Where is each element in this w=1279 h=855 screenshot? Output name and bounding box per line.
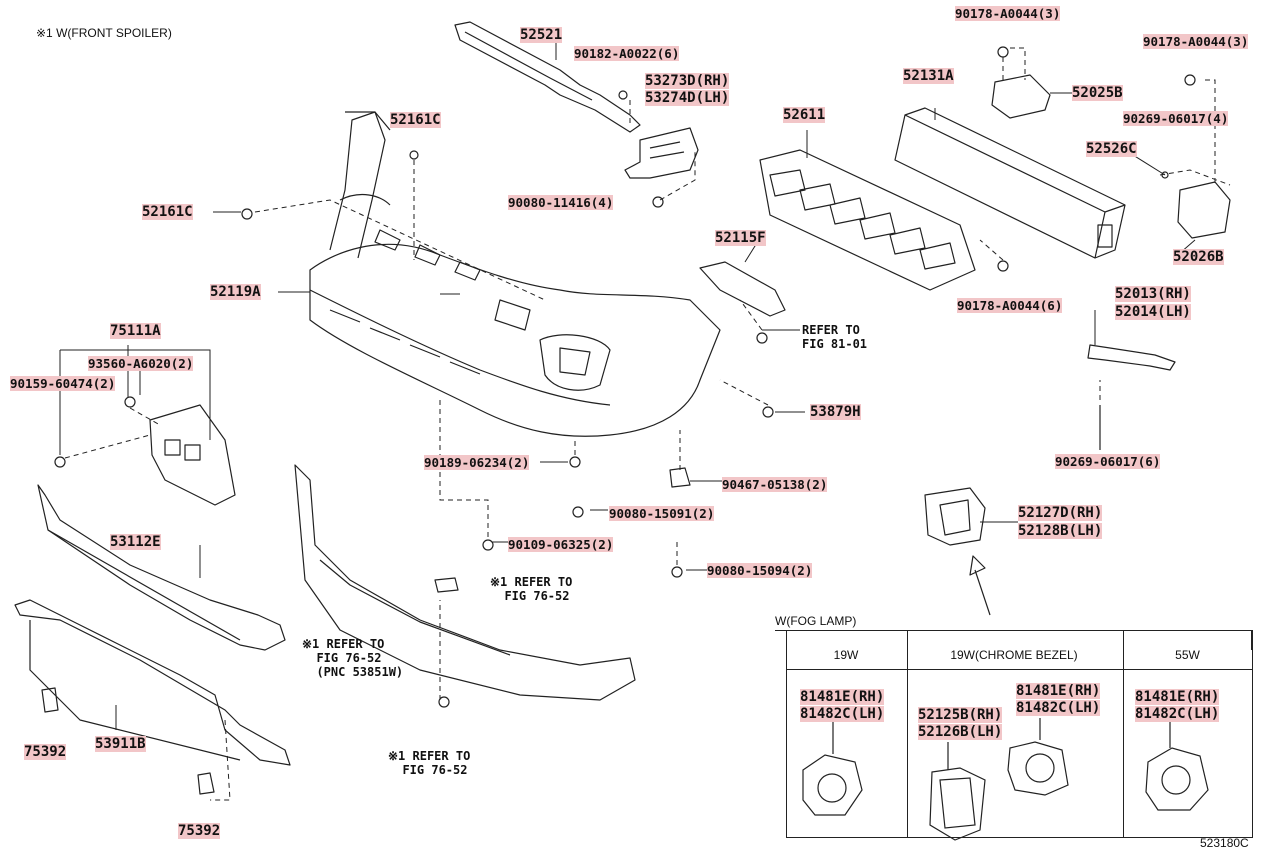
part-label[interactable]: 81481E(RH) bbox=[1135, 689, 1220, 705]
part-label[interactable]: 75111A bbox=[110, 323, 161, 339]
part-label[interactable]: 90269-06017(6) bbox=[1055, 454, 1161, 469]
side-bracket-drawing bbox=[699, 261, 786, 317]
part-label[interactable]: 52161C bbox=[390, 112, 441, 128]
part-label[interactable]: 90467-05138(2) bbox=[722, 477, 828, 492]
fog-col-header: 19W(CHROME BEZEL) bbox=[950, 648, 1078, 662]
part-label[interactable]: 81482C(LH) bbox=[1016, 700, 1101, 716]
front-spoiler-drawing bbox=[294, 464, 636, 701]
part-label[interactable]: 52127D(RH) bbox=[1018, 505, 1103, 521]
part-label[interactable]: 52119A bbox=[210, 284, 261, 300]
part-label[interactable]: 81482C(LH) bbox=[1135, 706, 1220, 722]
part-label[interactable]: 52161C bbox=[142, 204, 193, 220]
fog-col-header: 19W bbox=[833, 648, 859, 662]
part-label[interactable]: 53273D(RH) bbox=[645, 73, 730, 89]
part-label[interactable]: 52025B bbox=[1072, 85, 1123, 101]
part-label[interactable]: 90178-A0044(6) bbox=[957, 298, 1063, 313]
part-label[interactable]: 52115F bbox=[715, 230, 766, 246]
fog-bezel-drawing bbox=[924, 487, 986, 546]
part-label[interactable]: 53911B bbox=[95, 736, 146, 752]
part-label[interactable]: 52014(LH) bbox=[1115, 304, 1191, 320]
arrow-drawing bbox=[969, 555, 991, 616]
bumper-beam-drawing bbox=[894, 107, 1126, 259]
front-spoiler-note: ※1 W(FRONT SPOILER) bbox=[36, 26, 172, 40]
part-label[interactable]: 52126B(LH) bbox=[918, 724, 1003, 740]
part-label[interactable]: 52611 bbox=[783, 107, 826, 123]
lower-cover-drawing bbox=[14, 599, 291, 766]
fog-lamp-title: W(FOG LAMP) bbox=[775, 614, 857, 628]
part-label[interactable]: 53274D(LH) bbox=[645, 90, 730, 106]
energy-absorber-drawing bbox=[759, 149, 976, 291]
part-label[interactable]: 52128B(LH) bbox=[1018, 523, 1103, 539]
part-label[interactable]: 90178-A0044(3) bbox=[955, 6, 1061, 21]
part-label[interactable]: 81481E(RH) bbox=[1016, 683, 1101, 699]
fog-lamp-drawings bbox=[802, 718, 1209, 841]
fog-col-header: 55W bbox=[1175, 648, 1200, 662]
part-label[interactable]: 90080-15091(2) bbox=[609, 506, 715, 521]
refer-note[interactable]: ※1 REFER TO FIG 76-52 (PNC 53851W) bbox=[302, 637, 404, 679]
part-label[interactable]: 90178-A0044(3) bbox=[1143, 34, 1249, 49]
license-bracket-drawing bbox=[149, 404, 236, 506]
part-label[interactable]: 90109-06325(2) bbox=[508, 537, 614, 552]
part-label[interactable]: 90159-60474(2) bbox=[10, 376, 116, 391]
part-label[interactable]: 52026B bbox=[1173, 249, 1224, 265]
part-label[interactable]: 90189-06234(2) bbox=[424, 455, 530, 470]
refer-note[interactable]: REFER TO FIG 81-01 bbox=[802, 323, 868, 351]
part-label[interactable]: 90080-11416(4) bbox=[508, 195, 614, 210]
part-label[interactable]: 53112E bbox=[110, 534, 161, 550]
part-label[interactable]: 52131A bbox=[903, 68, 954, 84]
refer-note[interactable]: ※1 REFER TO FIG 76-52 bbox=[490, 575, 573, 603]
refer-note[interactable]: ※1 REFER TO FIG 76-52 bbox=[388, 749, 471, 777]
part-label[interactable]: 81481E(RH) bbox=[800, 689, 885, 705]
part-label[interactable]: 90182-A0022(6) bbox=[574, 46, 680, 61]
part-label[interactable]: 75392 bbox=[178, 823, 221, 839]
fasteners-drawing bbox=[41, 46, 1196, 795]
reinforcement-drawing bbox=[454, 21, 641, 133]
part-label[interactable]: 52521 bbox=[520, 27, 563, 43]
part-label[interactable]: 52526C bbox=[1086, 141, 1137, 157]
part-label[interactable]: 90080-15094(2) bbox=[707, 563, 813, 578]
part-label[interactable]: 75392 bbox=[24, 744, 67, 760]
lower-grille-drawing bbox=[37, 484, 286, 651]
part-label[interactable]: 90269-06017(4) bbox=[1123, 111, 1229, 126]
part-label[interactable]: 81482C(LH) bbox=[800, 706, 885, 722]
bumper-cover-drawing bbox=[309, 111, 721, 437]
diagram-id: 523180C bbox=[1200, 836, 1249, 850]
part-label[interactable]: 52013(RH) bbox=[1115, 286, 1191, 302]
bracket-drawing bbox=[624, 127, 699, 179]
part-label[interactable]: 53879H bbox=[810, 404, 861, 420]
part-label[interactable]: 52125B(RH) bbox=[918, 707, 1003, 723]
part-label[interactable]: 93560-A6020(2) bbox=[88, 356, 194, 371]
support-rod-drawing bbox=[1087, 344, 1176, 371]
